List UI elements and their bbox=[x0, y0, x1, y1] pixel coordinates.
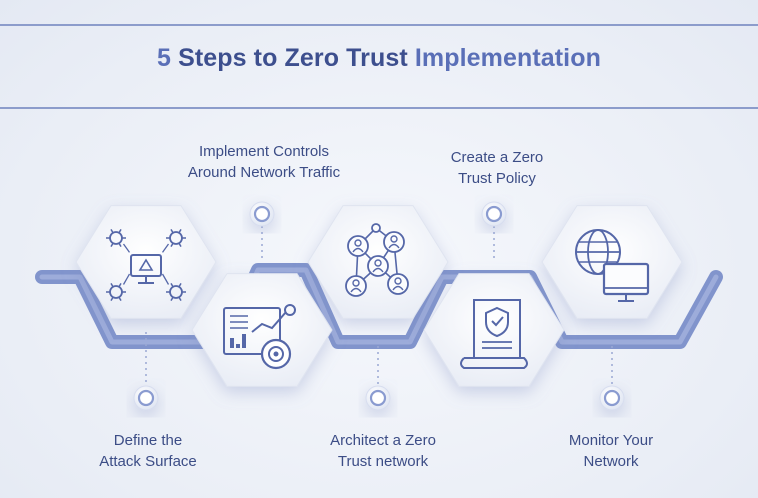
bottom-divider bbox=[0, 107, 758, 109]
step-5-line2: Network bbox=[583, 453, 639, 470]
title-main: Steps to Zero Trust bbox=[178, 44, 408, 72]
step-3-label: Architect a Zero Trust network bbox=[273, 430, 493, 472]
page-title: 5 Steps to Zero Trust Implementation bbox=[0, 44, 758, 73]
step-5-line1: Monitor Your bbox=[568, 432, 654, 449]
step-1-hexagon bbox=[75, 205, 217, 319]
step-2-hexagon bbox=[191, 273, 333, 387]
title-number: 5 bbox=[157, 44, 172, 72]
globe-monitor-icon bbox=[575, 229, 650, 302]
title-emphasis: Implementation bbox=[414, 44, 601, 72]
step-4-line2: Trust Policy bbox=[458, 170, 536, 187]
step-1-line2: Attack Surface bbox=[99, 453, 197, 470]
step-3-line2: Trust network bbox=[337, 453, 429, 470]
step-3-line1: Architect a Zero bbox=[330, 432, 436, 449]
network-security-icon bbox=[106, 228, 186, 302]
connected-users-icon bbox=[345, 223, 409, 297]
step-1-line1: Define the bbox=[113, 432, 183, 449]
step-1-label: Define the Attack Surface bbox=[38, 430, 258, 472]
analytics-dashboard-icon bbox=[223, 304, 296, 370]
policy-document-icon bbox=[460, 299, 528, 369]
step-2-line2: Around Network Traffic bbox=[187, 164, 341, 181]
step-2-label: Implement Controls Around Network Traffi… bbox=[154, 141, 374, 183]
step-5-hexagon bbox=[541, 205, 683, 319]
step-4-label: Create a Zero Trust Policy bbox=[387, 147, 607, 189]
top-divider bbox=[0, 24, 758, 26]
step-2-line1: Implement Controls bbox=[198, 143, 330, 160]
step-4-line1: Create a Zero bbox=[450, 149, 544, 166]
step-3-hexagon bbox=[307, 205, 449, 319]
step-4-hexagon bbox=[423, 273, 565, 387]
step-5-label: Monitor Your Network bbox=[501, 430, 721, 472]
